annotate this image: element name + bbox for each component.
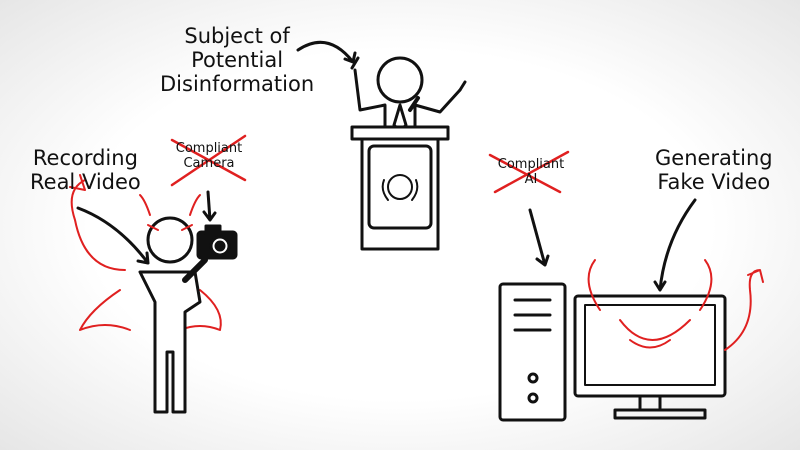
compliant-ai-label: Compliant AI — [492, 157, 570, 188]
recording-label: Recording Real Video — [30, 146, 141, 194]
arrow-recording — [76, 206, 150, 265]
generating-line-2: Fake Video — [657, 170, 771, 195]
recording-line-1: Recording — [32, 146, 138, 170]
subject-line-2: Potential — [191, 48, 284, 73]
monitor — [573, 294, 727, 398]
camera-icon — [196, 224, 238, 260]
podium — [350, 125, 450, 251]
generating-label: Generating Fake Video — [655, 146, 773, 194]
compliant-camera-line-1: Compliant — [175, 141, 243, 156]
cross-camera — [170, 134, 247, 187]
computer — [498, 259, 764, 422]
subject-label: Subject of Potential Disinformation — [160, 24, 314, 96]
arrow-generating — [653, 198, 697, 292]
arrow-subject — [296, 40, 357, 64]
compliant-ai-line-1: Compliant — [497, 157, 565, 172]
arrow-camera — [202, 190, 217, 222]
computer-tower — [498, 282, 567, 422]
subject-line-3: Disinformation — [160, 72, 315, 97]
photographer-figure — [69, 174, 222, 414]
emblem-icon — [387, 174, 413, 200]
compliant-camera-line-2: Camera — [183, 155, 235, 171]
speaker-figure — [350, 56, 467, 133]
compliant-camera-label: Compliant Camera — [170, 141, 248, 172]
arrow-ai — [528, 208, 550, 267]
compliant-ai-line-2: AI — [524, 171, 538, 187]
cross-ai — [488, 150, 570, 194]
generating-line-1: Generating — [655, 146, 773, 170]
recording-line-2: Real Video — [30, 170, 141, 195]
subject-line-1: Subject of — [184, 24, 290, 48]
